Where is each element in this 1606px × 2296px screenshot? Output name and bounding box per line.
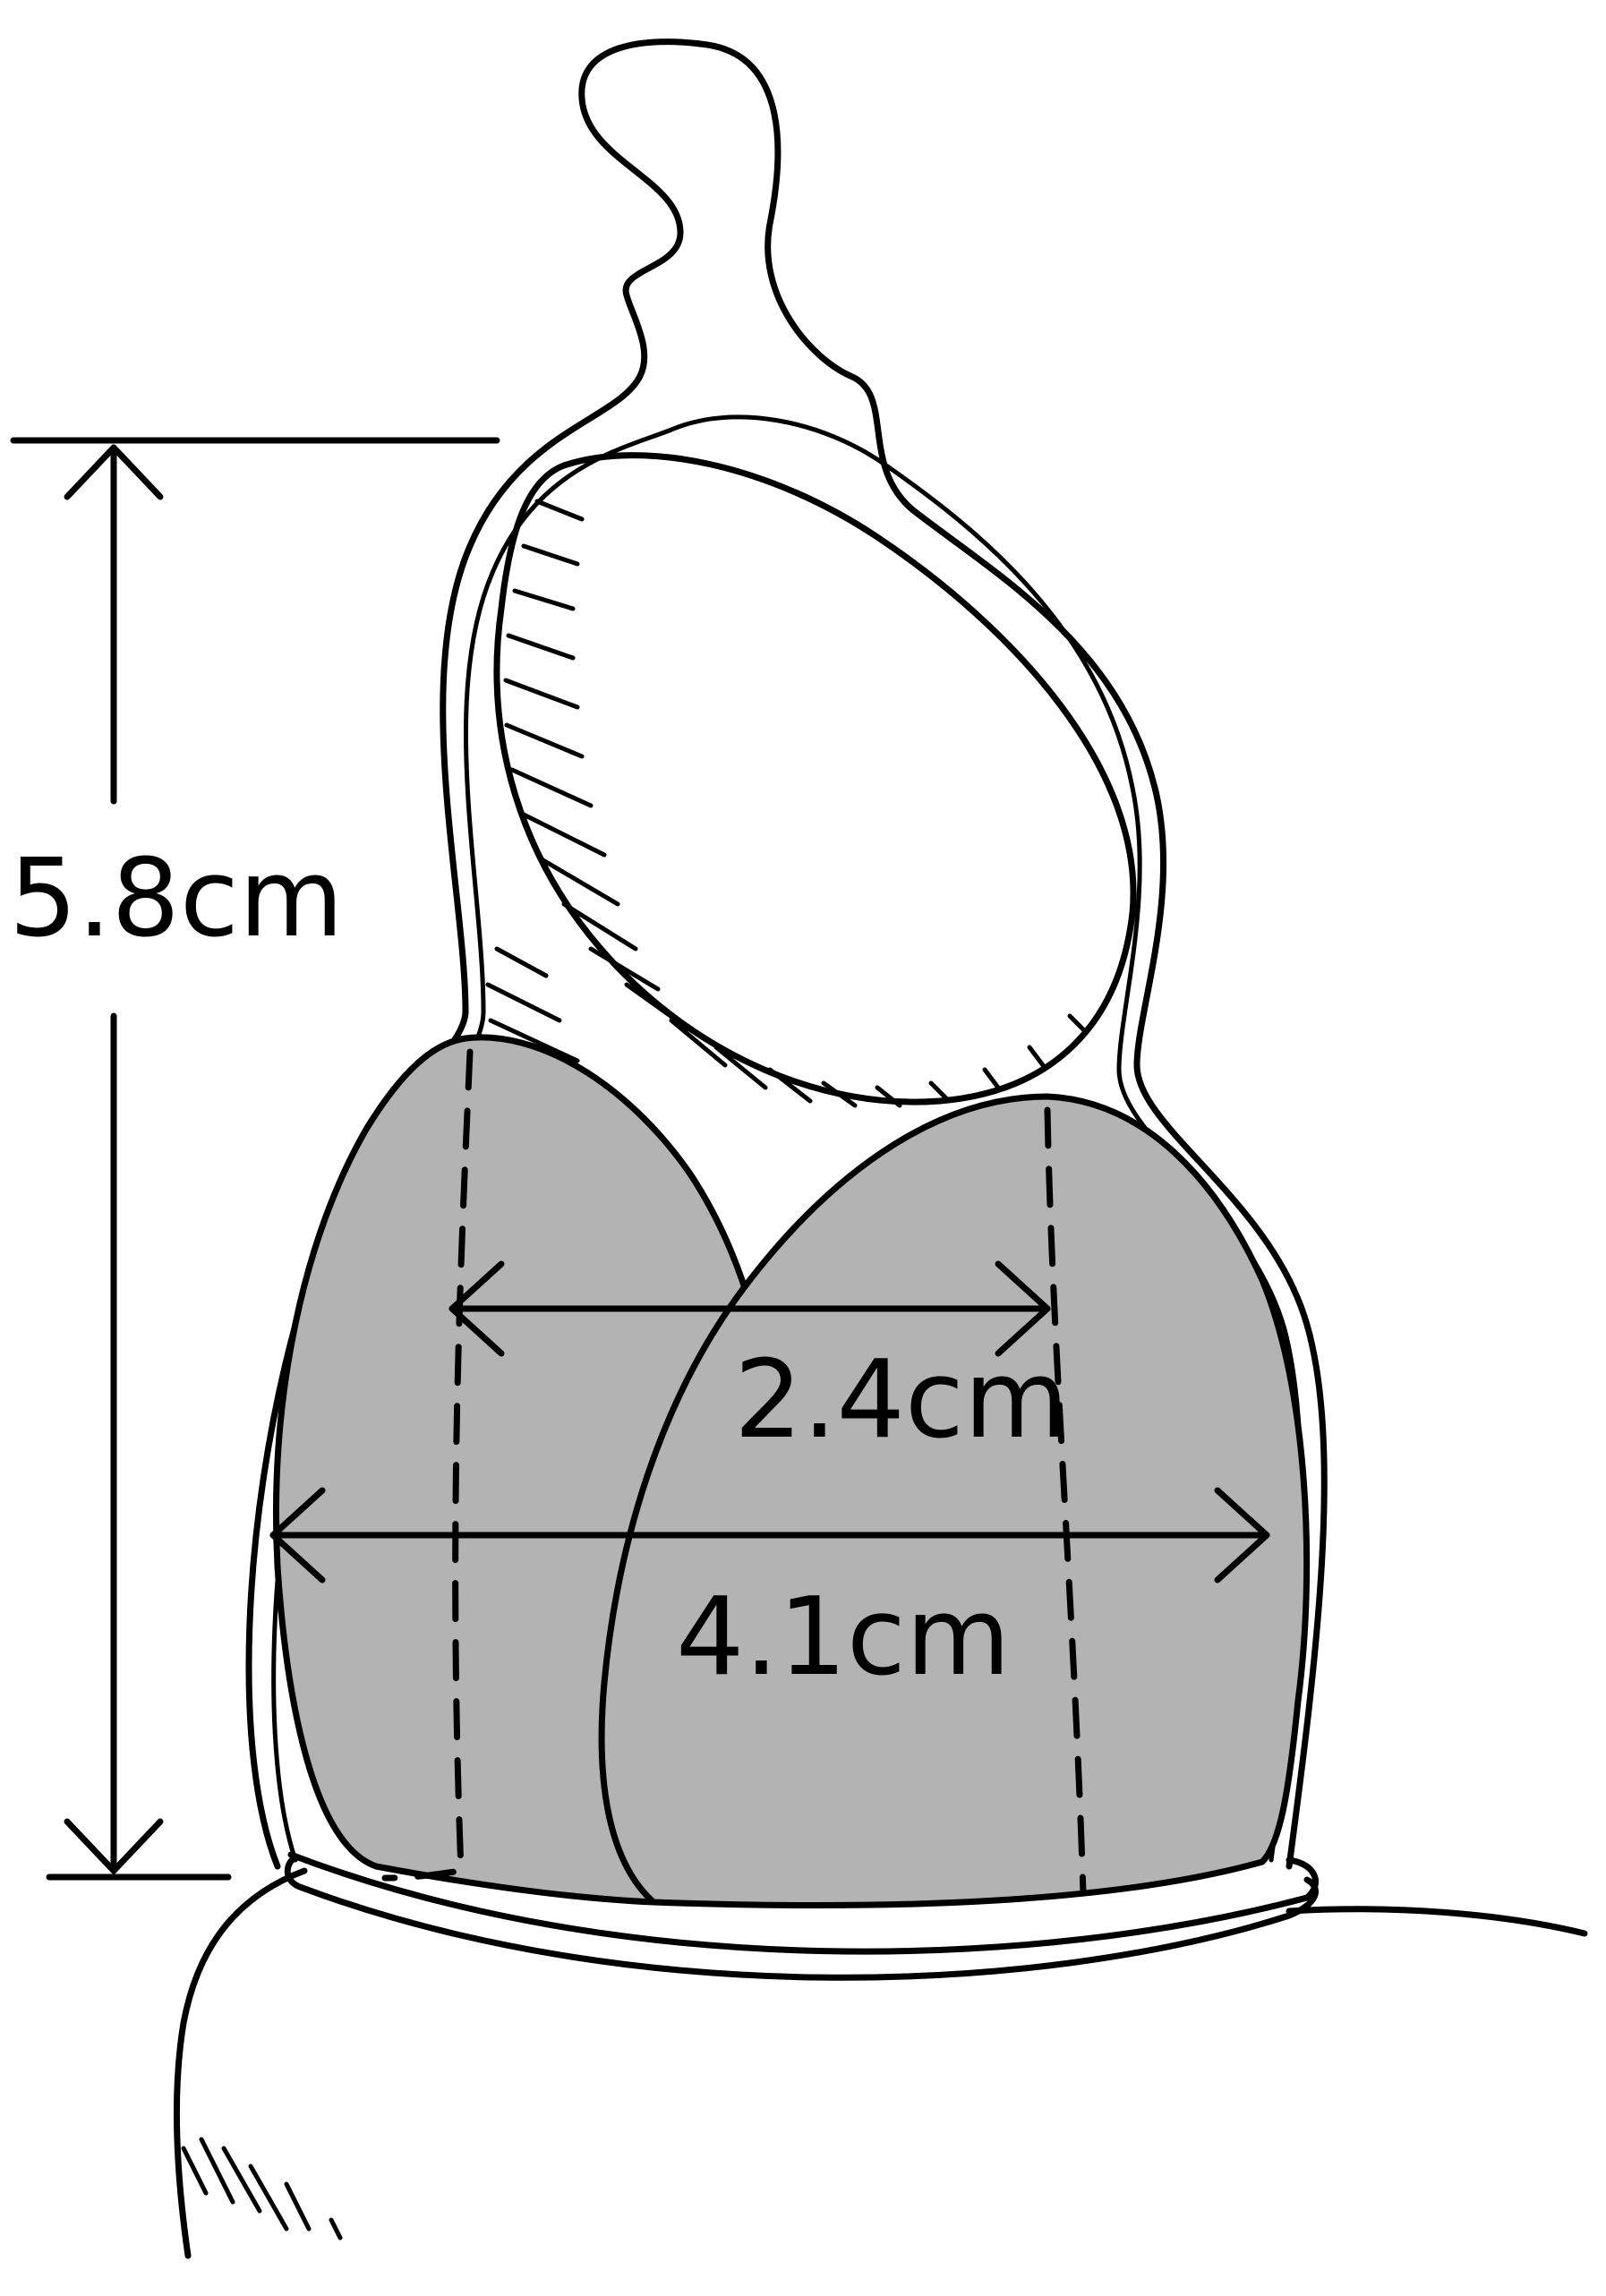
base-surface-right — [1286, 1906, 1588, 1937]
left-dashed-line — [381, 1048, 474, 1882]
base-ring-inner — [284, 1854, 1319, 1981]
right-shaded-mass — [598, 1093, 1311, 1909]
outer-width-dimension-arrow — [269, 1487, 1270, 1583]
left-shaded-mass — [273, 1034, 756, 1906]
upper-oval-mass — [493, 452, 1137, 1105]
base-bulge-left — [173, 1867, 308, 2259]
right-dashed-line — [1044, 1106, 1087, 1897]
outer-sac-wall — [245, 38, 1328, 1870]
inner-width-dimension-arrow — [448, 1260, 1051, 1357]
inner-width-label: 2.4cm — [734, 1338, 1069, 1463]
base-hatching — [181, 2137, 343, 2241]
oval-hatching — [503, 499, 1086, 1108]
height-dimension-arrow — [64, 444, 164, 1874]
height-label: 5.8cm — [9, 837, 344, 961]
outer-width-label: 4.1cm — [676, 1575, 1011, 1700]
